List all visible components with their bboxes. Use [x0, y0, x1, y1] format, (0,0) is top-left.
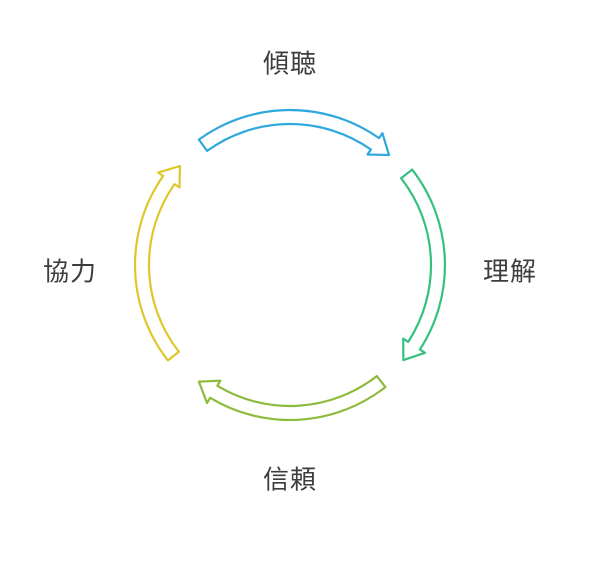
- cycle-arrow-understanding: [400, 168, 447, 362]
- step-label-trust: 信頼: [262, 465, 318, 496]
- step-label-cooperation: 協力: [42, 257, 98, 288]
- cycle-arrow-cooperation: [133, 164, 182, 362]
- cycle-arrow-trust: [197, 375, 387, 422]
- cycle-arrow-listening: [197, 108, 391, 157]
- step-label-understanding: 理解: [482, 257, 538, 288]
- step-label-listening: 傾聴: [262, 49, 318, 80]
